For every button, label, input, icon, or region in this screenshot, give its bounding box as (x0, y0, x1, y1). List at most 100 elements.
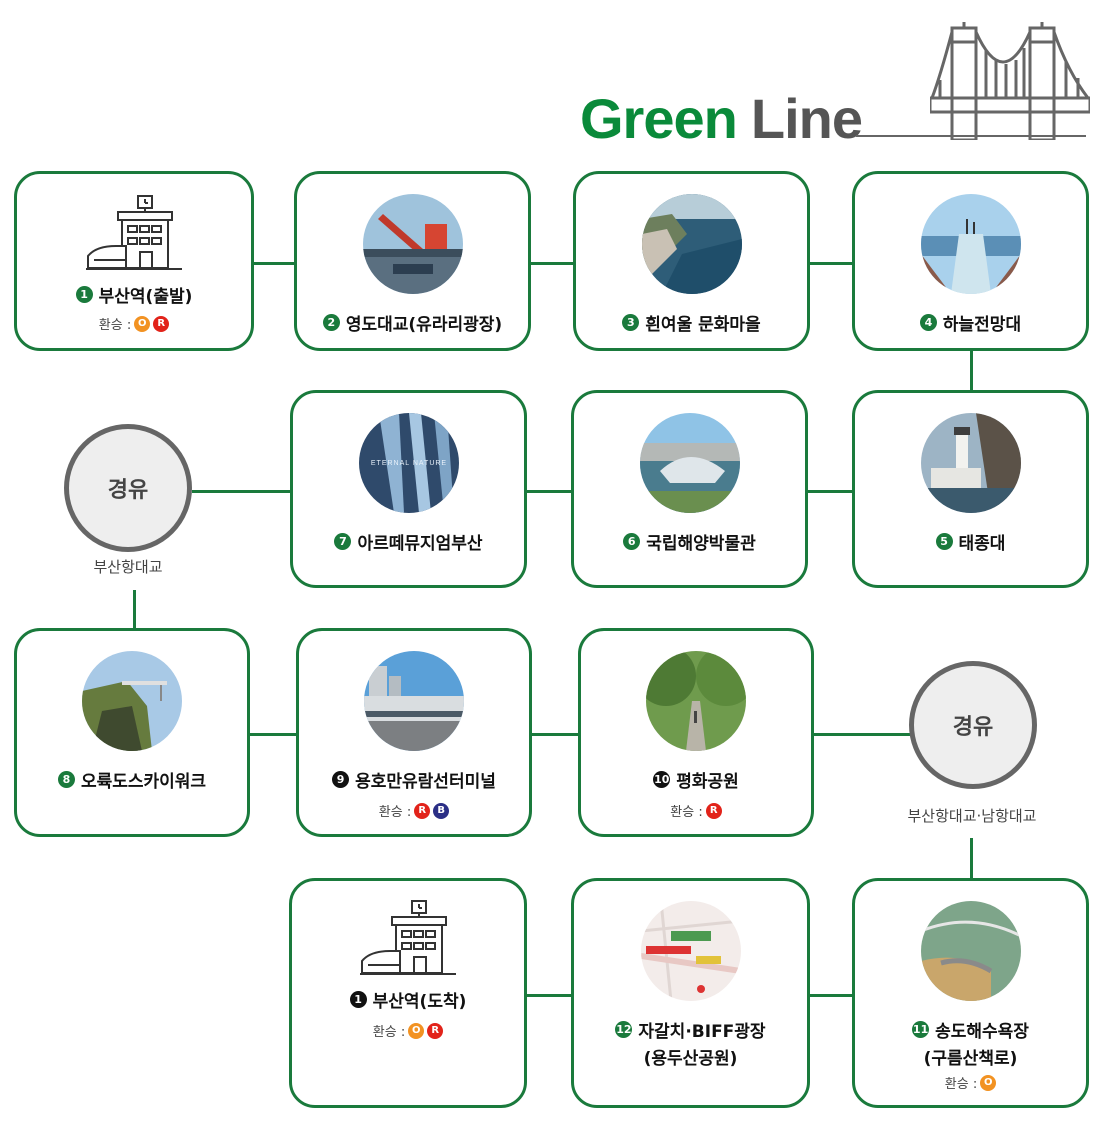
train-station-icon (360, 899, 456, 979)
stop-card-maritime-museum[interactable]: 6 국립해양박물관 (571, 390, 808, 588)
transfer-badge-red: R (414, 802, 431, 819)
transfer-badge-red: R (427, 1022, 444, 1039)
stop-label: 11 송도해수욕장 (구름산책로) (855, 1017, 1086, 1069)
transfer-label: 환승 : (98, 318, 132, 333)
connector (254, 262, 294, 265)
photo-caption: ETERNAL NATURE (370, 460, 446, 467)
stop-name: 영도대교(유라리광장) (345, 315, 503, 335)
stop-label: 6 국립해양박물관 (574, 529, 805, 554)
stop-card-taejongdae[interactable]: 5 태종대 (852, 390, 1089, 588)
connector (531, 262, 573, 265)
bridge-icon (928, 22, 1092, 144)
stop-card-busan-station-start[interactable]: 1 부산역(출발) 환승 : O R (14, 171, 254, 351)
connector (808, 490, 852, 493)
transfer-badge-orange: O (408, 1022, 425, 1039)
stop-label: 12 자갈치·BIFF광장 (용두산공원) (574, 1017, 807, 1069)
stop-label: 1 부산역(도착) (292, 987, 524, 1012)
stop-name: 부산역(도착) (372, 992, 467, 1012)
connector (133, 590, 136, 630)
stop-label: 2 영도대교(유라리광장) (297, 310, 528, 335)
stop-card-huinnyeoul-village[interactable]: 3 흰여울 문화마을 (573, 171, 810, 351)
stop-card-busan-station-end[interactable]: 1 부산역(도착) 환승 : O R (289, 878, 527, 1108)
stop-card-oryukdo-skywalk[interactable]: 8 오륙도스카이워크 (14, 628, 250, 837)
transfer-badge-navy: B (433, 802, 450, 819)
transfer-info: 환승 : R B (299, 801, 529, 820)
stop-label: 7 아르떼뮤지엄부산 (293, 529, 524, 554)
stop-card-yongho-terminal[interactable]: 9 용호만유람선터미널 환승 : R B (296, 628, 532, 837)
via-label: 경유 (107, 478, 149, 503)
stop-number: 11 (912, 1021, 930, 1038)
stop-label-row: 12 자갈치·BIFF광장 (615, 1017, 766, 1042)
title-underline (856, 135, 1086, 137)
stop-label: 8 오륙도스카이워크 (17, 767, 247, 792)
stop-label: 10 평화공원 (581, 767, 811, 792)
stop-name: 송도해수욕장 (935, 1022, 1029, 1042)
stop-name: 국립해양박물관 (646, 534, 756, 554)
connector (810, 262, 852, 265)
stop-number: 12 (615, 1021, 633, 1038)
stop-number: 7 (334, 533, 352, 550)
stop-card-sky-observatory[interactable]: 4 하늘전망대 (852, 171, 1089, 351)
stop-name-sub: (구름산책로) (923, 1049, 1018, 1069)
stop-number: 10 (653, 771, 671, 788)
stop-number: 3 (622, 314, 640, 331)
via-caption: 부산항대교·남항대교 (907, 807, 1037, 825)
stop-number: 2 (322, 314, 340, 331)
beach-photo (920, 901, 1021, 1001)
stop-card-yeongdo-bridge[interactable]: 2 영도대교(유라리광장) (294, 171, 531, 351)
connector (532, 733, 578, 736)
transfer-label: 환승 : (670, 805, 703, 820)
connector (970, 838, 973, 878)
stop-label: 5 태종대 (855, 529, 1086, 554)
train-station-icon (86, 194, 182, 274)
lighthouse-photo (920, 413, 1021, 513)
connector (814, 733, 910, 736)
via-circle-busan-harbor-bridge: 경유 (64, 424, 192, 552)
connector (527, 490, 571, 493)
stop-name-sub: (용두산공원) (643, 1049, 738, 1069)
stop-label-row: 11 송도해수욕장 (912, 1017, 1029, 1042)
stop-card-arte-museum[interactable]: ETERNAL NATURE 7 아르떼뮤지엄부산 (290, 390, 527, 588)
transfer-info: 환승 : O R (292, 1021, 524, 1040)
transfer-badge-orange: O (134, 315, 151, 332)
cliff-photo (82, 651, 182, 751)
transfer-label: 환승 : (378, 805, 412, 820)
coast-photo (641, 194, 742, 294)
stop-card-jagalchi-biff[interactable]: 12 자갈치·BIFF광장 (용두산공원) (571, 878, 810, 1108)
via-circle-namhang-bridge: 경유 (909, 661, 1037, 789)
connector (970, 350, 973, 390)
stop-card-peace-park[interactable]: 10 평화공원 환승 : R (578, 628, 814, 837)
connector (250, 733, 296, 736)
stop-name: 평화공원 (676, 772, 739, 792)
transfer-info: 환승 : R (581, 801, 811, 820)
transfer-label: 환승 : (372, 1025, 406, 1040)
museum-photo (639, 413, 740, 513)
skywalk-photo (920, 194, 1021, 294)
connector (810, 994, 852, 997)
stop-number: 4 (919, 314, 937, 331)
waterfall-photo: ETERNAL NATURE (358, 413, 459, 513)
stop-name: 자갈치·BIFF광장 (638, 1022, 766, 1042)
transfer-info: 환승 : O R (17, 314, 251, 333)
park-photo (646, 651, 746, 751)
stop-number: 8 (57, 771, 75, 788)
title-green: Green (580, 87, 738, 150)
title-line: Line (750, 87, 863, 150)
stop-name: 태종대 (958, 534, 1006, 554)
map-photo (640, 901, 741, 1001)
stop-name: 용호만유람선터미널 (355, 772, 496, 792)
stop-label: 1 부산역(출발) (17, 282, 251, 307)
transfer-info: 환승 : O (855, 1073, 1086, 1092)
connector (192, 490, 290, 493)
stop-card-songdo-beach[interactable]: 11 송도해수욕장 (구름산책로) 환승 : O (852, 878, 1089, 1108)
stop-number: 5 (935, 533, 953, 550)
stop-name: 아르떼뮤지엄부산 (357, 534, 483, 554)
transfer-badge-red: R (153, 315, 170, 332)
stop-name: 오륙도스카이워크 (80, 772, 207, 792)
stop-label: 3 흰여울 문화마을 (576, 310, 807, 335)
stop-label: 4 하늘전망대 (855, 310, 1086, 335)
terminal-photo (364, 651, 464, 751)
stop-number: 1 (75, 286, 93, 303)
stop-label: 9 용호만유람선터미널 (299, 767, 529, 792)
